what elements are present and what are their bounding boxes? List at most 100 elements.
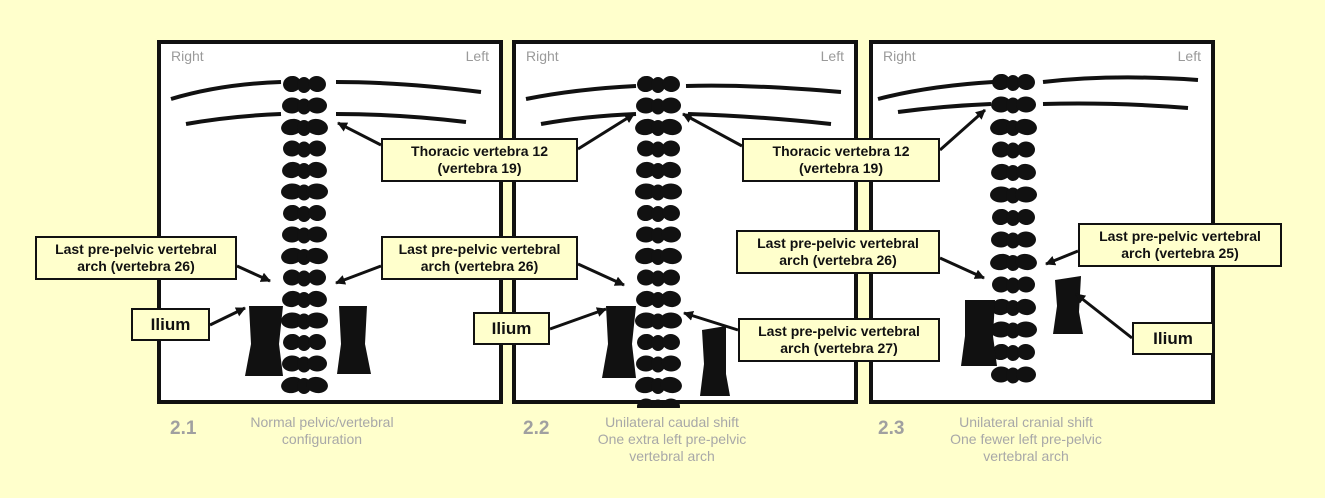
ilium-label: Ilium: [473, 312, 550, 345]
rib: [540, 112, 637, 126]
figure-caption: Normal pelvic/vertebral configuration: [250, 414, 394, 447]
ilium-bone: [245, 306, 283, 376]
vertebra-piece: [662, 269, 680, 286]
vertebra-piece: [660, 183, 682, 200]
spine-illustration-cranial: [877, 73, 1199, 384]
vertebra-piece: [308, 333, 326, 351]
vertebra-piece: [306, 376, 328, 394]
vertebra-piece: [637, 75, 655, 93]
vertebra-piece: [1006, 232, 1020, 249]
vertebra-piece: [992, 141, 1010, 158]
figure-number: 2.2: [523, 418, 550, 439]
right-side-label: Right: [526, 48, 559, 64]
vertebra-piece: [651, 227, 665, 244]
vertebra-piece: [991, 96, 1011, 113]
ilium-bone: [337, 306, 371, 374]
vertebra-piece: [1016, 96, 1036, 113]
ilium-bone: [1053, 276, 1083, 334]
vertebral-column: [635, 75, 682, 408]
vertebra-piece: [651, 292, 665, 308]
vertebra-piece: [991, 231, 1011, 248]
figure-number: 2.3: [878, 418, 905, 439]
vertebra-piece: [651, 141, 665, 158]
vertebra-piece: [282, 97, 302, 114]
vertebra-piece: [282, 226, 302, 243]
rib: [687, 112, 832, 126]
vertebra-piece: [1006, 75, 1020, 91]
left-side-label: Left: [465, 48, 489, 64]
rib: [525, 84, 637, 101]
vertebra-piece: [636, 97, 656, 114]
vertebra-piece: [992, 343, 1010, 361]
vertebra-piece: [282, 290, 302, 308]
vertebra-piece: [1006, 367, 1020, 384]
vertebra-piece: [306, 247, 328, 265]
vertebra-piece: [297, 163, 311, 179]
vertebra-piece: [1016, 366, 1036, 383]
rib: [335, 80, 482, 94]
vertebra-piece: [660, 312, 682, 329]
rib: [170, 80, 282, 101]
vertebra-piece: [651, 335, 665, 351]
vertebra-piece: [1006, 345, 1020, 361]
left-side-label: Left: [1177, 48, 1201, 64]
last-prepelvic-label-25: Last pre-pelvic vertebral arch (vertebra…: [1078, 223, 1282, 267]
vertebra-piece: [990, 321, 1012, 338]
vertebra-piece: [1017, 343, 1035, 361]
vertebra-piece: [307, 226, 327, 243]
ilium-bones: [961, 276, 1083, 366]
vertebra-piece: [651, 98, 665, 115]
vertebra-piece: [1016, 298, 1036, 316]
vertebra-piece: [1006, 210, 1020, 226]
vertebra-piece: [297, 141, 311, 158]
vertebra-piece: [1006, 277, 1020, 294]
vertebra-piece: [1006, 97, 1020, 114]
vertebra-piece: [991, 298, 1011, 316]
vertebra-piece: [297, 335, 311, 351]
vertebra-piece: [662, 333, 680, 351]
vertebral-column: [990, 73, 1037, 384]
last-prepelvic-label: Last pre-pelvic vertebral arch (vertebra…: [35, 236, 237, 280]
ilium-label: Ilium: [1132, 322, 1214, 355]
vertebra-piece: [992, 208, 1010, 226]
vertebra-piece: [281, 183, 303, 200]
vertebra-piece: [637, 269, 655, 286]
vertebra-piece: [282, 355, 302, 372]
vertebra-piece: [1006, 300, 1020, 316]
vertebra-piece: [990, 186, 1012, 203]
ribs: [170, 80, 482, 126]
vertebra-piece: [651, 356, 665, 373]
vertebra-piece: [283, 204, 301, 222]
vertebra-piece: [661, 161, 681, 179]
rib: [335, 112, 467, 124]
vertebra-piece: [661, 97, 681, 114]
vertebra-piece: [297, 227, 311, 244]
last-prepelvic-label: Last pre-pelvic vertebral arch (vertebra…: [381, 236, 578, 280]
vertebra-piece: [308, 204, 326, 222]
vertebra-piece: [651, 270, 665, 287]
vertebra-piece: [283, 333, 301, 351]
vertebra-piece: [297, 356, 311, 373]
vertebra-piece: [307, 355, 327, 372]
vertebra-piece: [1015, 118, 1037, 136]
vertebra-piece: [1017, 141, 1035, 158]
vertebra-piece: [282, 161, 302, 179]
vertebra-piece: [661, 355, 681, 372]
vertebra-piece: [306, 312, 328, 329]
ilium-bone: [700, 326, 730, 396]
vertebra-piece: [662, 140, 680, 157]
vertebra-piece: [991, 163, 1011, 181]
vertebra-piece: [281, 118, 303, 136]
vertebra-piece: [283, 140, 301, 157]
vertebra-piece: [283, 269, 301, 286]
ilium-bone: [602, 306, 636, 378]
vertebra-piece: [306, 118, 328, 136]
ribs: [525, 83, 842, 126]
vertebra-piece: [636, 226, 656, 243]
right-side-label: Right: [883, 48, 916, 64]
vertebra-piece: [297, 206, 311, 222]
vertebra-piece: [660, 376, 682, 394]
vertebra-piece: [660, 247, 682, 265]
vertebra-piece: [1016, 163, 1036, 181]
vertebra-piece: [1006, 142, 1020, 159]
